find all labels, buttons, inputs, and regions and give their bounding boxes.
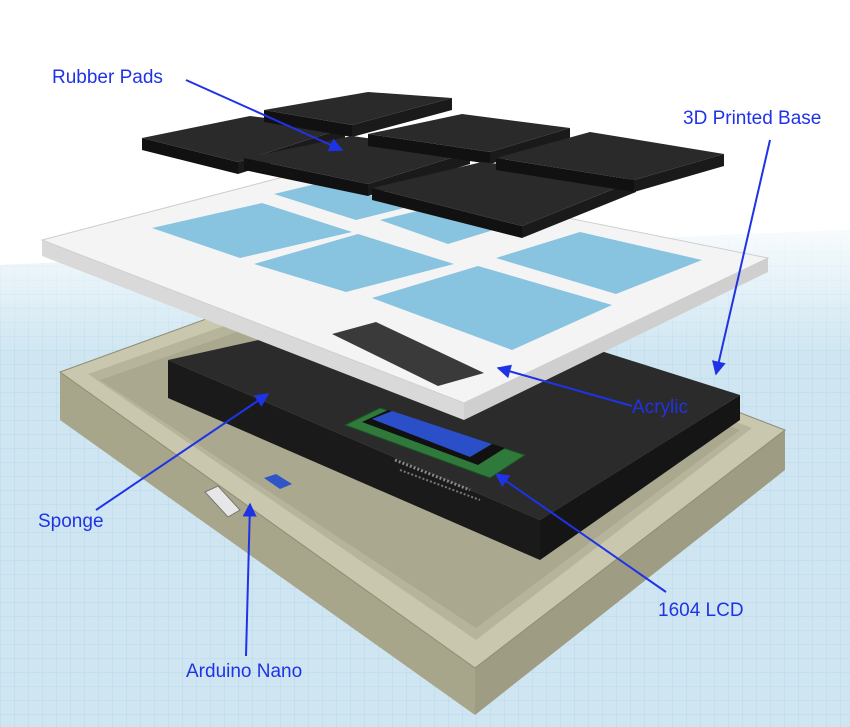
acrylic-arrow (496, 364, 633, 407)
rubber-pad (264, 92, 452, 137)
callout-arrows (95, 79, 771, 657)
rubber-pads-arrow (185, 79, 344, 152)
acrylic-label: Acrylic (632, 397, 688, 418)
sponge-arrow (95, 393, 270, 511)
acrylic-windows (152, 182, 702, 386)
sponge-label: Sponge (38, 511, 104, 532)
lcd-pin-header (394, 458, 481, 501)
printed-base-label: 3D Printed Base (683, 108, 821, 129)
rubber-pads (142, 92, 724, 238)
callout-labels: Rubber Pads 3D Printed Base Acrylic Spon… (38, 67, 821, 682)
arduino-nano (204, 474, 292, 518)
lcd-module (343, 407, 527, 501)
arduino-arrow (242, 502, 257, 657)
arduino-label: Arduino Nano (186, 661, 302, 682)
printed-base-arrow (712, 139, 771, 376)
lcd-arrow (494, 473, 667, 593)
rubber-pad (496, 132, 724, 192)
lcd-label: 1604 LCD (658, 600, 744, 621)
rubber-pads-label: Rubber Pads (52, 67, 163, 88)
